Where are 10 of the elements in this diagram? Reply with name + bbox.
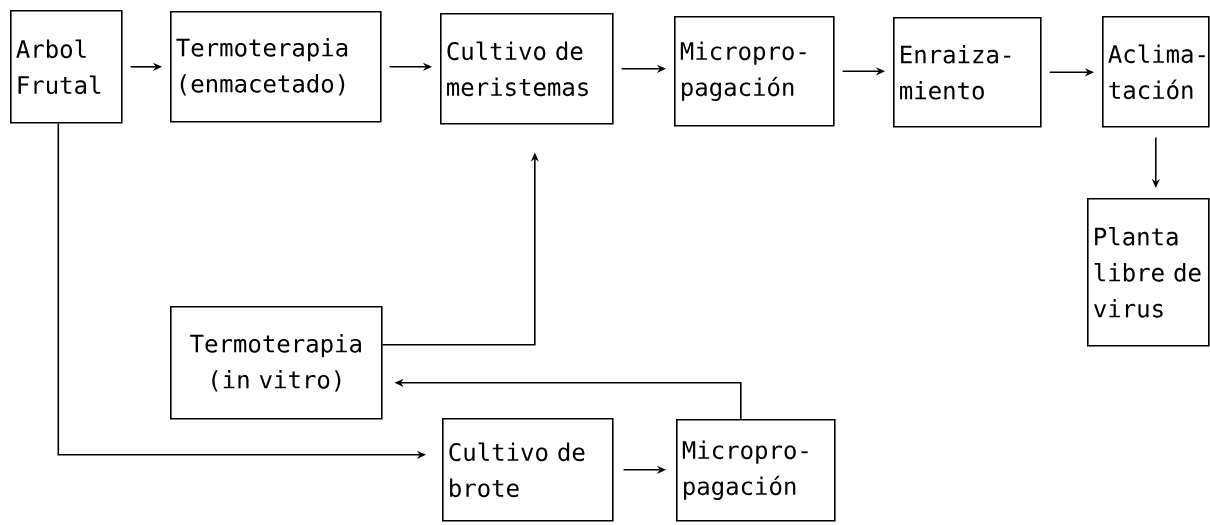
- process-box: Termoterapia (enmacetado): [170, 11, 382, 123]
- process-box: Arbol Frutal: [10, 10, 123, 124]
- process-box: Micropro- pagación: [676, 419, 836, 522]
- process-box: Cultivo de brote: [442, 418, 614, 522]
- process-box: Planta libre de virus: [1087, 198, 1210, 347]
- process-box: Termoterapia (in vitro): [170, 306, 383, 420]
- process-box: Enraiza- miento: [893, 17, 1042, 128]
- process-box: Cultivo de meristemas: [440, 13, 614, 125]
- process-box: Aclima- tación: [1102, 16, 1210, 128]
- process-box: Micropro- pagación: [674, 16, 835, 127]
